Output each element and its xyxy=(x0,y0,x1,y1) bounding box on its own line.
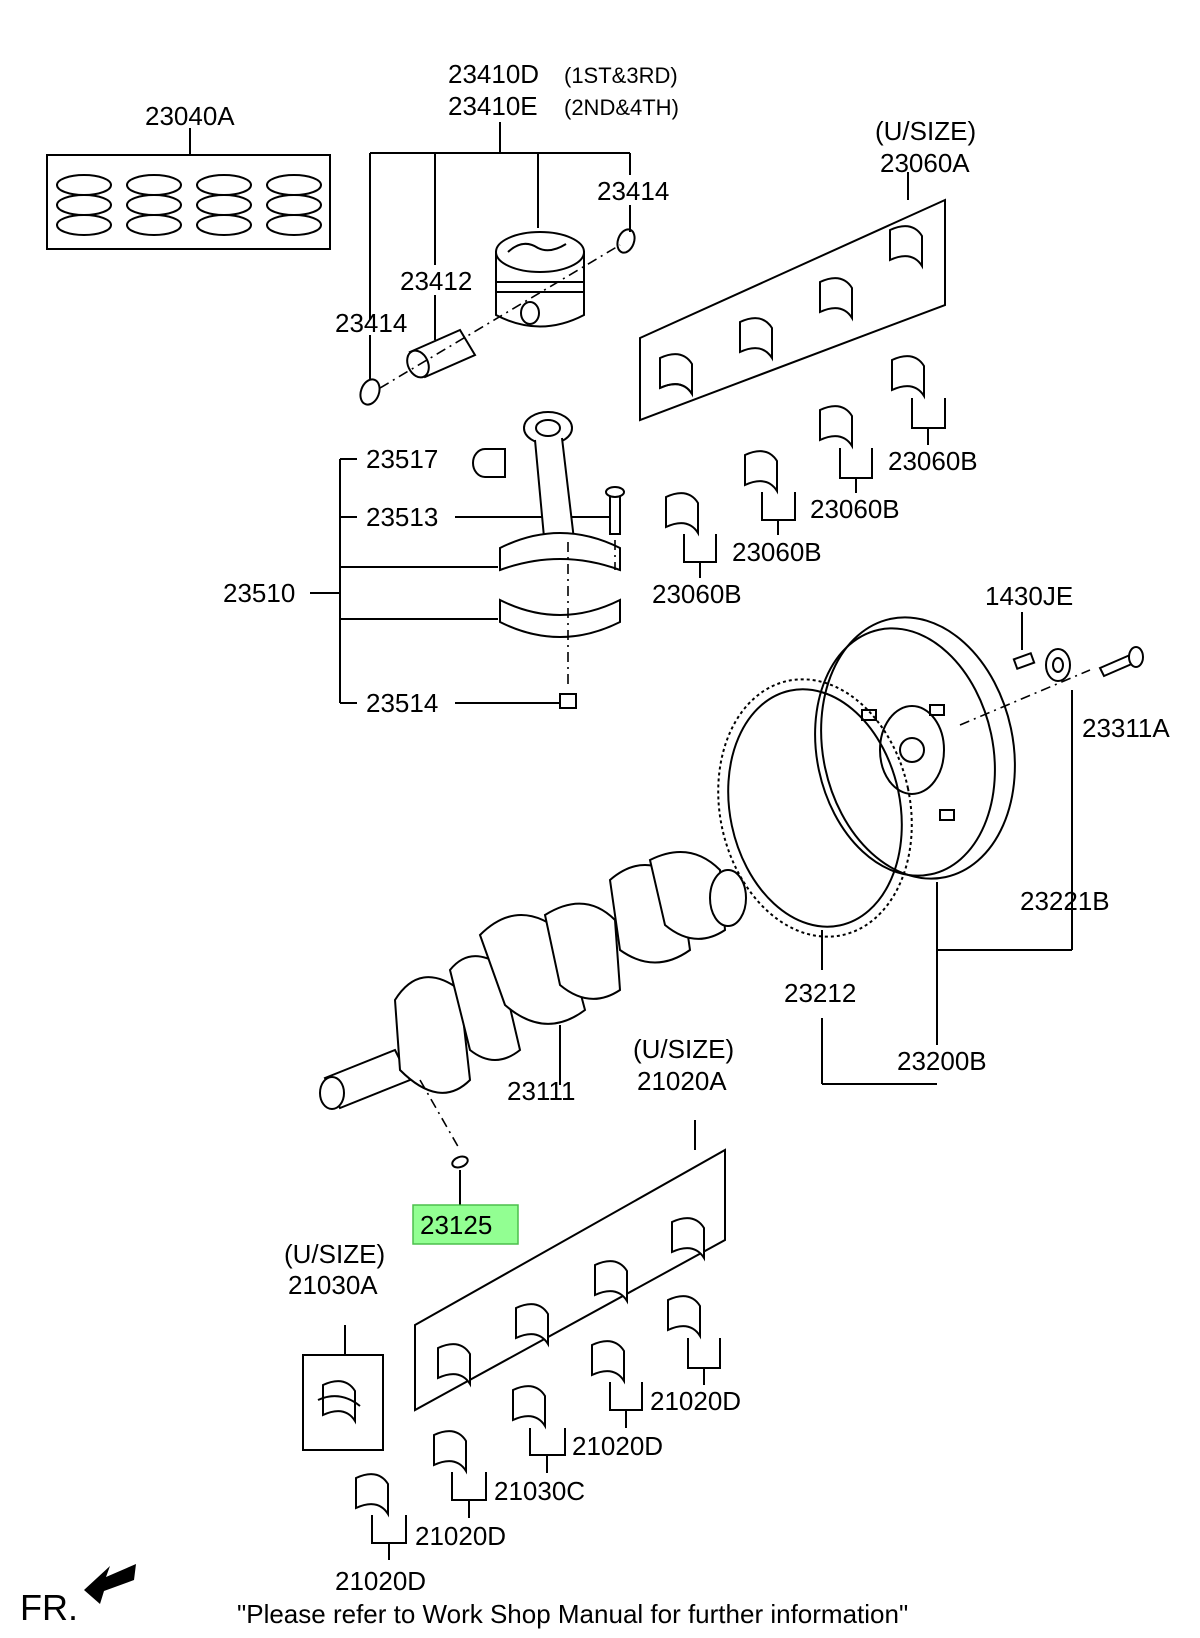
upper-bearing-b-3 xyxy=(744,450,796,535)
label-23221B: 23221B xyxy=(1020,886,1110,916)
piston-pin xyxy=(406,328,477,379)
label-21020D-1: 21020D xyxy=(650,1386,741,1416)
upper-bearing-set-23060A xyxy=(639,172,946,422)
main-bearing-set-21020A xyxy=(414,1120,726,1412)
flywheel-23200B xyxy=(814,616,1016,880)
label-23410D-note: (1ST&3RD) xyxy=(564,63,678,88)
rod-bushing-23517 xyxy=(472,448,506,478)
label-front: FR. xyxy=(20,1587,78,1628)
piston-leaders xyxy=(369,122,631,380)
ring-gear-23212 xyxy=(717,678,913,938)
label-23514: 23514 xyxy=(366,688,438,718)
label-thrust-usize: (U/SIZE) xyxy=(284,1239,385,1269)
label-upper-usize: (U/SIZE) xyxy=(875,116,976,146)
thrust-bearing-c xyxy=(512,1385,566,1473)
rod-nut-23514 xyxy=(559,693,577,709)
label-23410E: 23410E xyxy=(448,91,538,121)
connecting-rod-leaders xyxy=(310,458,610,704)
label-21020D-3: 21020D xyxy=(415,1521,506,1551)
piston xyxy=(495,231,585,328)
label-21030A: 21030A xyxy=(288,1270,378,1300)
label-23513: 23513 xyxy=(366,502,438,532)
crankshaft-23111 xyxy=(319,851,747,1110)
snap-ring-right xyxy=(616,228,636,254)
bearing-shell xyxy=(437,1343,471,1388)
label-23040A: 23040A xyxy=(145,101,235,131)
label-23060B-3: 23060B xyxy=(732,537,822,567)
label-23060B-2: 23060B xyxy=(810,494,900,524)
label-23414-left: 23414 xyxy=(335,308,407,338)
main-bearing-d-4 xyxy=(355,1473,407,1560)
rod-bolt-23513 xyxy=(605,486,625,535)
front-arrow-icon xyxy=(84,1564,136,1604)
label-23060A: 23060A xyxy=(880,148,970,178)
label-23410D: 23410D xyxy=(448,59,539,89)
label-21020D-2: 21020D xyxy=(572,1431,663,1461)
upper-bearing-b-1 xyxy=(891,355,946,445)
label-main-usize: (U/SIZE) xyxy=(633,1034,734,1064)
footer-note: "Please refer to Work Shop Manual for fu… xyxy=(237,1599,908,1629)
piston-ring-set-2 xyxy=(126,174,182,236)
connecting-rod xyxy=(499,411,621,638)
label-23414-top: 23414 xyxy=(597,176,669,206)
flywheel-bushing-23221B xyxy=(1045,648,1071,682)
label-23200B: 23200B xyxy=(897,1046,987,1076)
main-bearing-d-1 xyxy=(667,1295,721,1385)
upper-bearing-b-2 xyxy=(819,405,873,493)
piston-ring-set-4 xyxy=(266,174,322,236)
piston-ring-set-3 xyxy=(196,174,252,236)
label-23125: 23125 xyxy=(420,1210,492,1240)
highlight-box-23125 xyxy=(412,1204,519,1245)
main-bearing-d-3 xyxy=(433,1430,487,1518)
bearing-shell xyxy=(515,1303,549,1348)
label-23111: 23111 xyxy=(507,1076,575,1106)
label-23410E-note: (2ND&4TH) xyxy=(564,95,679,120)
label-21020A: 21020A xyxy=(637,1066,727,1096)
label-23212: 23212 xyxy=(784,978,856,1008)
key-23125 xyxy=(451,1155,469,1169)
main-bearing-d-2 xyxy=(591,1340,643,1428)
bearing-shell xyxy=(739,317,773,362)
piston-ring-set-1 xyxy=(56,174,112,236)
label-21020D-4: 21020D xyxy=(335,1566,426,1596)
bearing-shell xyxy=(659,353,693,398)
label-23311A: 23311A xyxy=(1082,713,1170,743)
label-1430JE: 1430JE xyxy=(985,581,1073,611)
bearing-shell xyxy=(671,1217,705,1262)
upper-bearing-b-4 xyxy=(665,492,717,578)
bearing-shell xyxy=(889,225,923,270)
bearing-shell xyxy=(819,277,853,322)
label-23060B-4: 23060B xyxy=(652,579,742,609)
thrust-bearing-set-21030A xyxy=(302,1325,384,1451)
label-23060B-1: 23060B xyxy=(888,446,978,476)
flywheel-bolt-1430JE xyxy=(1012,651,1036,671)
bearing-shell xyxy=(594,1260,628,1305)
piston-rings-group xyxy=(46,128,331,250)
crank-leaders xyxy=(459,1025,561,1205)
label-21030C: 21030C xyxy=(494,1476,585,1506)
label-23510: 23510 xyxy=(223,578,295,608)
snap-ring-left xyxy=(359,378,381,406)
flywheel-leaders xyxy=(821,612,1073,1085)
label-23412: 23412 xyxy=(400,266,472,296)
flywheel-bolt-23311A xyxy=(1098,646,1144,678)
label-23517: 23517 xyxy=(366,444,438,474)
